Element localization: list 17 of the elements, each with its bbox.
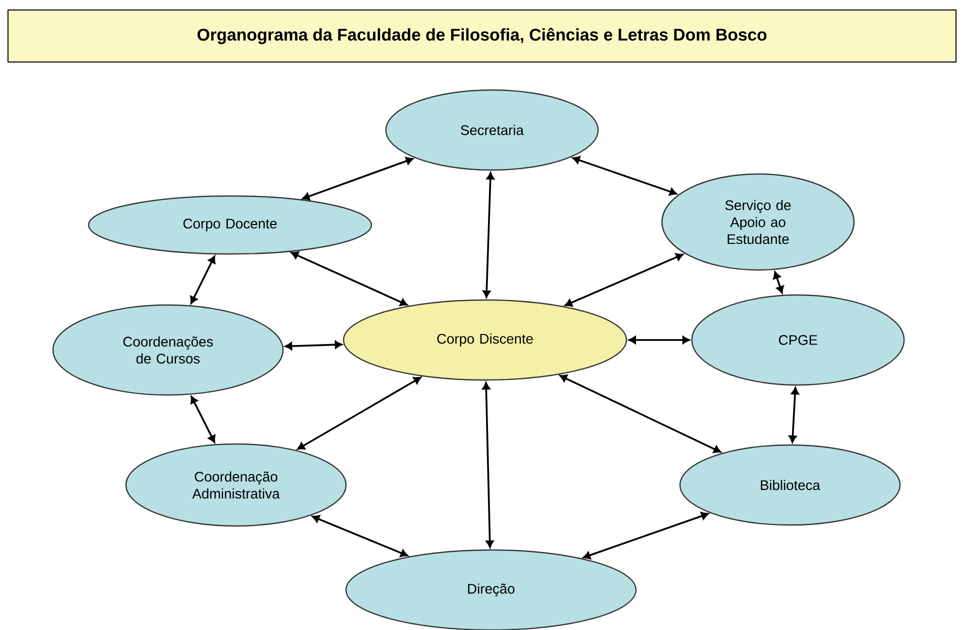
arrow [773, 271, 784, 294]
arrow [190, 396, 216, 443]
arrow [284, 340, 342, 350]
arrow [302, 157, 414, 200]
arrow [312, 515, 408, 557]
arrow [291, 252, 408, 306]
arrow [297, 376, 422, 450]
arrow [572, 156, 677, 196]
arrow [583, 512, 709, 560]
arrow [190, 256, 216, 304]
arrow [628, 336, 690, 344]
title-banner: Organograma da Faculdade de Filosofia, Ciências e Letras Dom Bosco [8, 10, 956, 62]
arrow [788, 387, 799, 443]
arrow [482, 382, 494, 548]
arrow [564, 253, 684, 307]
arrow [482, 172, 494, 298]
arrow [560, 374, 721, 454]
